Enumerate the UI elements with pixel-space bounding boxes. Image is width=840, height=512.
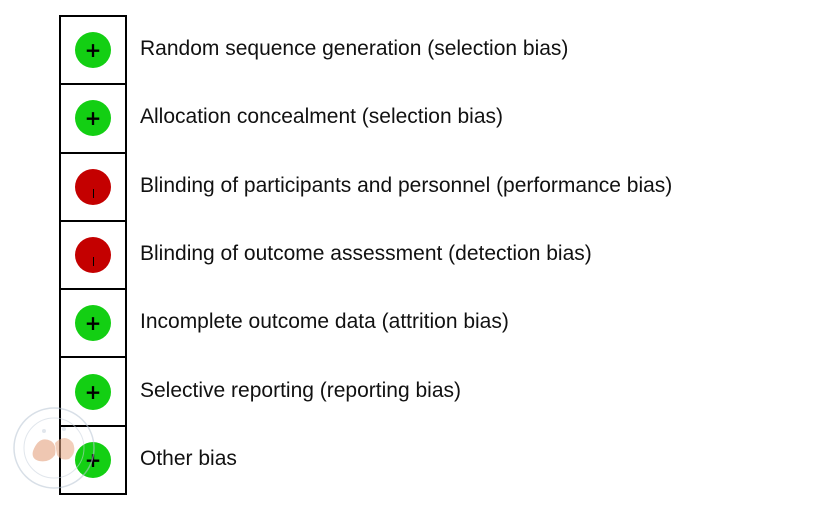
domain-label-random-sequence: Random sequence generation (selection bi… bbox=[140, 37, 569, 61]
low-risk-plus-icon: + bbox=[75, 441, 111, 478]
domain-label-incomplete-outcome: Incomplete outcome data (attrition bias) bbox=[140, 310, 509, 334]
domain-label-blinding-outcome: Blinding of outcome assessment (detectio… bbox=[140, 242, 592, 266]
domain-label-allocation-concealment: Allocation concealment (selection bias) bbox=[140, 105, 504, 129]
high-risk-minus-icon bbox=[75, 237, 111, 274]
low-risk-plus-icon: + bbox=[75, 305, 111, 342]
judgement-cell-selective-reporting: + bbox=[61, 358, 125, 427]
low-risk-plus-icon: + bbox=[75, 373, 111, 410]
risk-of-bias-judgement-column: + + + + + bbox=[59, 15, 127, 496]
domain-label-selective-reporting: Selective reporting (reporting bias) bbox=[140, 378, 461, 402]
low-risk-plus-icon: + bbox=[75, 100, 111, 137]
low-risk-plus-icon: + bbox=[75, 32, 111, 69]
judgement-cell-incomplete-outcome: + bbox=[61, 290, 125, 359]
high-risk-minus-icon bbox=[75, 168, 111, 205]
judgement-cell-other-bias: + bbox=[61, 427, 125, 496]
judgement-cell-random-sequence: + bbox=[61, 17, 125, 86]
minus-mark bbox=[92, 188, 94, 198]
judgement-cell-blinding-outcome bbox=[61, 222, 125, 291]
domain-label-blinding-participants: Blinding of participants and personnel (… bbox=[140, 173, 673, 197]
judgement-cell-blinding-participants bbox=[61, 154, 125, 222]
judgement-cell-allocation-concealment: + bbox=[61, 85, 125, 154]
bias-domain-labels: Random sequence generation (selection bi… bbox=[140, 15, 672, 493]
minus-mark bbox=[92, 257, 94, 267]
domain-label-other-bias: Other bias bbox=[140, 446, 237, 470]
